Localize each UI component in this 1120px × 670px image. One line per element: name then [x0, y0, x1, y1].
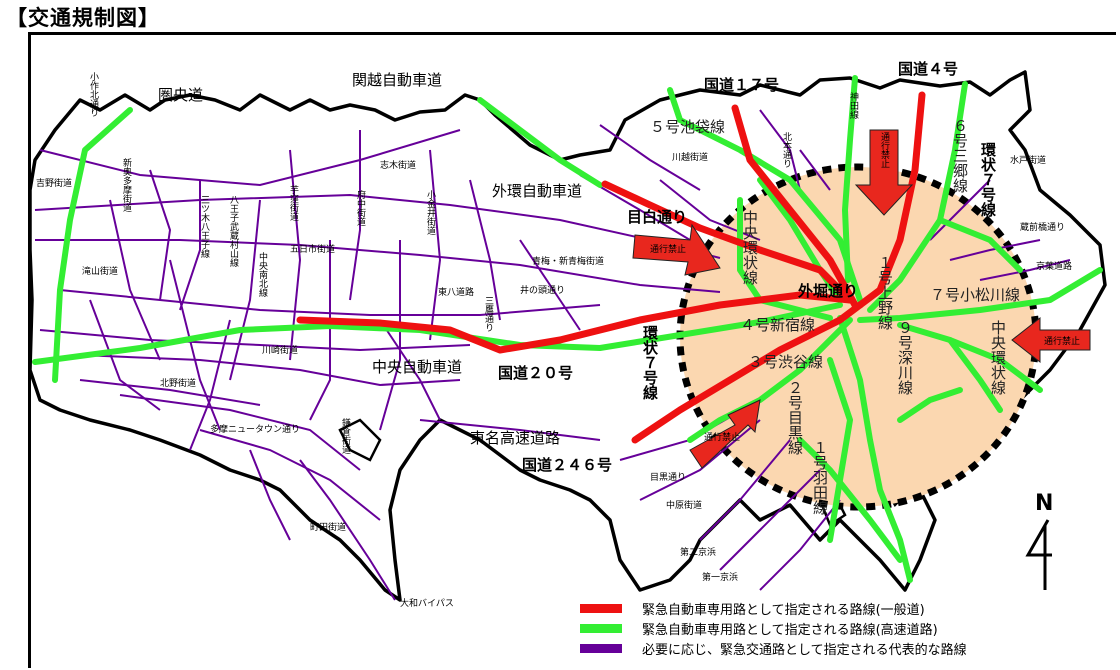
label-keiyo: 京葉道路	[1036, 260, 1072, 272]
label-shinoume: 新奥多摩街道	[121, 157, 132, 213]
no-entry-label: 通行禁止	[879, 132, 890, 168]
legend-label: 緊急自動車専用路として指定される路線(一般道)	[642, 602, 925, 618]
label-fuchu: 府中街道	[355, 189, 366, 227]
label-yoshino: 吉野街道	[36, 177, 72, 189]
legend-label: 必要に応じ、緊急交通路として指定される代表的な路線	[642, 642, 967, 658]
label-kitano: 北野街道	[160, 377, 196, 389]
label-mitaka: 三鷹通り	[483, 296, 494, 332]
route-shibuya3: ３号渋谷線	[748, 353, 823, 371]
label-daiichi: 第一京浜	[702, 571, 738, 583]
label-r20: 国道２０号	[498, 364, 573, 382]
north-label: N	[1035, 491, 1053, 516]
legend-swatch-purple	[580, 643, 622, 653]
legend-label: 緊急自動車専用路として指定される路線(高速道路)	[642, 622, 938, 638]
label-sanbon: 三ツ木八王子線	[199, 195, 210, 258]
regulated-zone	[676, 163, 1040, 511]
legend-swatch-green	[580, 623, 622, 633]
route-haneda1: １号羽田線	[811, 440, 829, 515]
label-shiki: 志木街道	[380, 159, 416, 171]
label-tomei: 東名高速道路	[470, 429, 560, 447]
label-itsukaichi: 五日市街道	[290, 243, 335, 255]
label-kanda: 神田線	[848, 91, 859, 119]
no-entry-arrow-north: 通行禁止	[854, 129, 914, 216]
label-chuonanboku: 中央南北線	[257, 251, 268, 297]
no-entry-label: 通行禁止	[1044, 335, 1080, 347]
legend: 緊急自動車専用路として指定される路線(一般道) 緊急自動車専用路として指定される…	[580, 598, 967, 658]
label-higashiyamato: 東八道路	[438, 286, 474, 298]
label-r246: 国道２４６号	[522, 456, 612, 474]
no-entry-label: 通行禁止	[650, 243, 686, 255]
label-kamakura: 鎌倉街道	[340, 417, 351, 455]
route-ikebukuro5: ５号池袋線	[650, 118, 725, 136]
label-kanjo7: 環状７号線	[641, 325, 659, 401]
label-kawasaki: 川崎街道	[262, 344, 298, 356]
red-routes	[296, 91, 926, 444]
minor-road-labels: 小金井街道 府中街道 志木街道 芋窪街道 五日市街道 八王子武蔵村山線 三ツ木八…	[36, 72, 1072, 609]
label-mito: 水戸街道	[1010, 154, 1046, 166]
north-indicator: N	[1025, 491, 1053, 590]
bay-island	[338, 418, 382, 462]
label-sotobori: 外堀通り	[797, 282, 858, 300]
label-gaikan: 外環自動車道	[492, 182, 582, 200]
label-kawagoe: 川越街道	[672, 151, 708, 163]
label-r4: 国道４号	[898, 60, 958, 78]
label-chuo: 中央自動車道	[372, 358, 462, 376]
no-entry-arrow-east: 通行禁止	[1011, 316, 1091, 364]
label-kanetsu: 関越自動車道	[352, 71, 442, 89]
label-ken-o: 圏央道	[158, 86, 203, 104]
route-chuokanjo: 中央環状線	[989, 320, 1007, 395]
no-entry-arrow-west: 通行禁止	[632, 223, 721, 276]
label-imo: 芋窪街道	[288, 185, 299, 222]
route-komatsugawa7: ７号小松川線	[930, 286, 1020, 304]
label-ome: 青梅・新青梅街道	[532, 255, 604, 267]
label-machida: 町田街道	[310, 521, 346, 533]
legend-row-red: 緊急自動車専用路として指定される路線(一般道)	[580, 598, 967, 618]
legend-swatch-red	[580, 603, 622, 613]
label-kosaku: 小作北通り	[88, 72, 99, 117]
label-nakahara: 中原街道	[666, 499, 702, 511]
route-shinjuku4: ４号新宿線	[740, 316, 815, 334]
label-kitahon: 北本通り	[781, 132, 792, 168]
label-tama: 多摩ニュータウン通り	[210, 423, 300, 435]
label-daini: 第二京浜	[680, 546, 716, 558]
label-hachioji: 八王子武蔵村山線	[228, 195, 239, 267]
route-fukagawa9: ９号深川線	[896, 320, 914, 395]
no-entry-arrow-south: 通行禁止	[689, 399, 761, 469]
legend-row-green: 緊急自動車専用路として指定される路線(高速道路)	[580, 618, 967, 638]
route-meguro2: ２号目黒線	[786, 380, 804, 455]
route-ueno1: １号上野線	[876, 255, 894, 330]
label-yamato: 大和バイパス	[400, 597, 454, 609]
label-takiyama: 滝山街道	[82, 265, 118, 277]
legend-row-purple: 必要に応じ、緊急交通路として指定される代表的な路線	[580, 638, 967, 658]
label-mejiro: 目白通り	[627, 208, 687, 226]
north-arrow-icon	[1025, 519, 1052, 590]
label-kuramae: 蔵前橋通り	[1020, 221, 1065, 233]
no-entry-label: 通行禁止	[704, 431, 740, 443]
page-title: 【交通規制図】	[6, 6, 160, 30]
route-misato6: ６号三郷線	[951, 118, 969, 193]
label-koganei: 小金井街道	[425, 190, 436, 236]
label-r17: 国道１７号	[704, 76, 779, 94]
label-kanjo7b: 環状７号線	[979, 142, 997, 218]
label-inokashira: 井の頭通り	[520, 284, 565, 296]
label-meguro: 目黒通り	[650, 472, 686, 483]
route-kanjo-c: 中央環状線	[741, 210, 759, 285]
